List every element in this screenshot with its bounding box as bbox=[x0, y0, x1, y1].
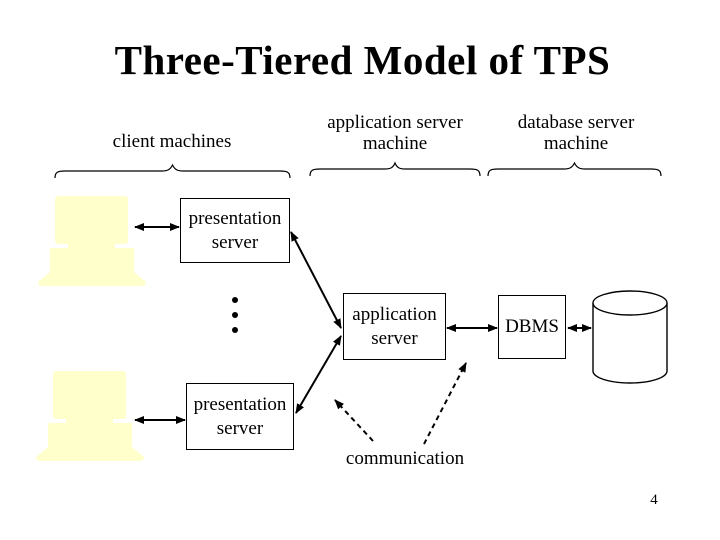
page-number: 4 bbox=[650, 492, 658, 508]
presentation-server-top-label: presentation server bbox=[188, 207, 282, 253]
client-computer-icon-top bbox=[38, 196, 146, 286]
dbms-label: DBMS bbox=[505, 316, 559, 337]
ellipsis-dots bbox=[232, 297, 238, 333]
database-cylinder-icon bbox=[592, 290, 668, 384]
tier-label-application-server-machine: application server machine bbox=[327, 112, 463, 154]
brace-application-server-icon bbox=[309, 161, 481, 177]
brace-client-machines-icon bbox=[54, 163, 291, 179]
presentation-bottom-application-arrow bbox=[295, 335, 342, 414]
application-server-label: application server bbox=[352, 303, 437, 349]
communication-pointer-right bbox=[423, 362, 467, 445]
slide-title: Three-Tiered Model of TPS bbox=[114, 37, 611, 83]
presentation-top-application-arrow bbox=[290, 231, 342, 329]
tier-label-client-machines: client machines bbox=[112, 131, 232, 152]
client-computer-icon-bottom bbox=[36, 371, 144, 461]
tier-label-database-server-machine: database server machine bbox=[517, 112, 635, 154]
presentation-server-box-top: presentation server bbox=[180, 198, 290, 263]
presentation-server-box-bottom: presentation server bbox=[186, 383, 294, 450]
dbms-box: DBMS bbox=[498, 295, 566, 359]
application-server-box: application server bbox=[343, 293, 446, 360]
brace-database-server-icon bbox=[487, 161, 662, 177]
communication-label: communication bbox=[345, 448, 465, 469]
communication-pointer-left bbox=[334, 399, 374, 442]
presentation-server-bottom-label: presentation server bbox=[193, 393, 287, 439]
